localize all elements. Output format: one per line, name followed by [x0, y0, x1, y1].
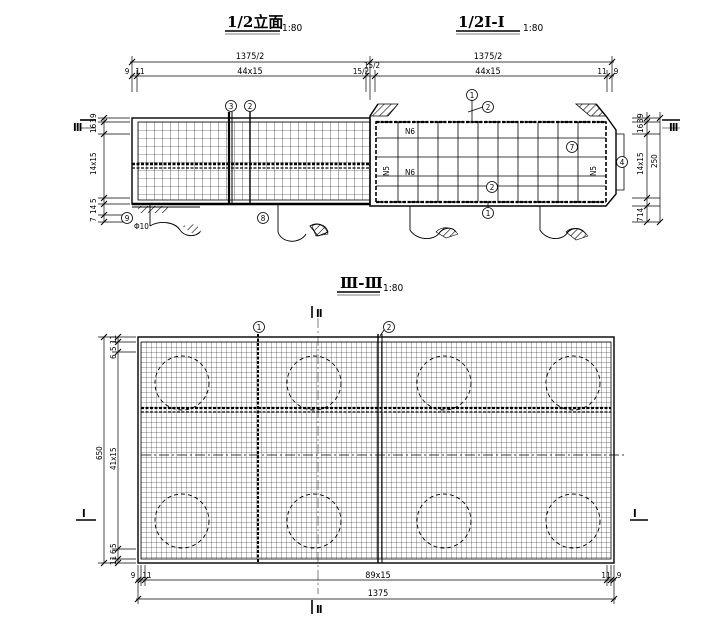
callout-1-section-bottom: 1 [486, 209, 491, 218]
plan-mark-right: Ⅰ [633, 507, 637, 520]
title-section-3: Ⅲ-Ⅲ 1:80 [337, 274, 403, 296]
callout-3: 3 [229, 102, 234, 111]
title-half-section-1: 1/2Ⅰ-Ⅰ 1:80 [456, 13, 543, 35]
callout-9: 9 [125, 214, 130, 223]
label-phi10: Φ10 [134, 222, 149, 231]
plan-dim-h-mid: 41x15 [109, 447, 118, 470]
dim-right-edge-b: 9 [614, 67, 619, 76]
dim-right-total-h: 250 [650, 154, 659, 168]
plan-dim-w-total: 1375 [368, 589, 389, 599]
section-mark-right: Ⅲ [669, 121, 678, 134]
plan-dim-w-left-b: 11 [142, 571, 151, 580]
title-section-3-scale: 1:80 [383, 283, 403, 294]
dim-left-edge: 9 [125, 67, 130, 76]
dim-right-v5: 7 [636, 217, 645, 222]
callout-8: 8 [261, 214, 266, 223]
half-elevation-view [131, 112, 371, 242]
plan-dim-height-total: 650 [95, 446, 104, 460]
label-n6-top: N6 [405, 127, 415, 136]
dim-left-span: 14x15 [89, 152, 98, 175]
plan-dim-w-right-b: 9 [617, 571, 622, 580]
label-n6-bottom: N6 [405, 168, 415, 177]
dim-right-v1: 16 [636, 123, 645, 133]
dim-left-v6: 7 [89, 217, 98, 222]
dim-left-mid: 44x15 [237, 67, 262, 77]
title-half-section-1-text: 1/2Ⅰ-Ⅰ [458, 13, 505, 31]
plan-dim-h-top-a: 11 [109, 335, 118, 344]
plan-dim-w-left-a: 9 [131, 571, 136, 580]
dim-right-v3: 9 [636, 113, 645, 118]
plan-dim-h-bot-b: 11 [109, 556, 118, 565]
plan-dim-h-top-c: 6 [109, 354, 118, 359]
dim-right-total: 1375/2 [474, 52, 502, 62]
dim-center-b: 15/2 [364, 61, 380, 70]
plan-mark-left: Ⅰ [82, 507, 86, 520]
section-3-plan-view [137, 318, 627, 594]
title-half-elevation: 1/2立面 1:80 [225, 13, 302, 35]
callout-7: 7 [570, 143, 575, 152]
callout-2-elev: 2 [248, 102, 253, 111]
label-n5-right: N5 [589, 166, 598, 176]
right-vertical-dim-labels: 16 3 9 14x15 250 14 7 [636, 113, 659, 222]
dim-center-a: 15/2 [353, 67, 369, 76]
title-half-elevation-text: 1/2立面 [227, 13, 283, 31]
label-n5-left: N5 [382, 166, 391, 176]
plan-section-marks [76, 306, 648, 614]
plan-dim-h-bot-c: 5 [109, 543, 118, 548]
plan-vertical-dimensions [98, 333, 136, 567]
section-mark-left: Ⅲ [73, 121, 82, 134]
dim-right-span: 14x15 [636, 152, 645, 175]
plan-mark-top: Ⅱ [316, 307, 323, 320]
plan-callouts [253, 321, 395, 337]
plan-callout-2: 2 [387, 323, 392, 332]
callouts-top [121, 89, 628, 224]
callout-2-section-top: 2 [486, 103, 491, 112]
plan-mark-bottom: Ⅱ [316, 603, 323, 616]
plan-vertical-dim-labels: 650 11 5 6 41x15 6 11 5 [95, 335, 118, 565]
plan-dim-w-mid: 89x15 [365, 571, 390, 581]
pile-outlines [154, 355, 601, 549]
dim-right-edge: 11 [597, 67, 606, 76]
callout-4: 4 [620, 158, 625, 167]
dim-left-v3: 9 [89, 113, 98, 118]
plan-callout-1: 1 [257, 323, 262, 332]
dim-left-v4: 5 [89, 198, 98, 203]
title-half-elevation-scale: 1:80 [282, 23, 302, 34]
callout-1-section-top: 1 [470, 91, 475, 100]
dim-left-v5: 14 [89, 204, 98, 214]
dim-left-v1: 16 [89, 123, 98, 133]
left-vertical-dim-labels: 16 3 9 14x15 5 14 7 [89, 113, 98, 222]
dim-left-edge-b: 11 [135, 67, 144, 76]
right-vertical-dimensions [632, 112, 680, 226]
plan-dim-w-right-a: 11 [601, 571, 610, 580]
callout-labels-top: 3 2 1 2 7 4 2 1 8 9 Φ10 [125, 91, 625, 231]
plan-dim-h-bot-a: 6 [109, 549, 118, 554]
dim-right-v4: 14 [636, 207, 645, 217]
left-vertical-dimensions [80, 114, 130, 226]
dim-right-mid: 44x15 [475, 67, 500, 77]
dim-right-v2: 3 [636, 118, 645, 123]
title-half-section-1-scale: 1:80 [523, 23, 543, 34]
plan-horizontal-dimensions [134, 565, 618, 604]
top-dimension-lines [128, 56, 616, 100]
callout-2-section-bottom: 2 [490, 183, 495, 192]
title-section-3-text: Ⅲ-Ⅲ [340, 274, 383, 292]
dim-left-v2: 3 [89, 118, 98, 123]
dim-left-total: 1375/2 [236, 52, 264, 62]
plan-dim-h-top-b: 5 [109, 346, 118, 351]
